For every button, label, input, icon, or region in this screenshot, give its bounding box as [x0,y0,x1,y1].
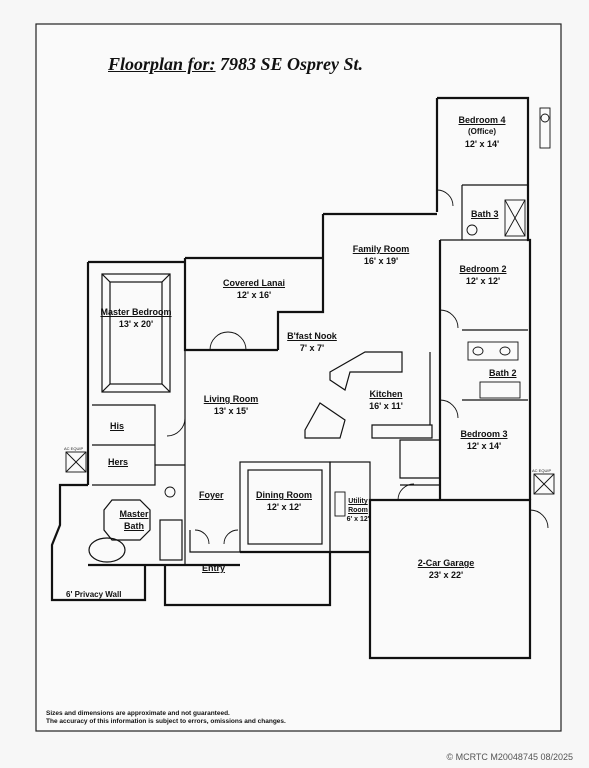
room-bedroom3: Bedroom 3 12' x 14' [460,428,507,452]
room-name: Master [119,509,149,519]
room-name: Family Room [352,244,410,254]
door-swings [166,189,549,545]
room-dims: 12' x 16' [236,290,272,300]
room-dims: 23' x 22' [428,570,464,580]
room-bfast-nook: B'fast Nook 7' x 7' [287,330,337,354]
room-garage: 2-Car Garage 23' x 22' [418,557,475,581]
room-master-bath: Master Bath [119,508,148,532]
room-name: Covered Lanai [222,278,286,288]
room-dims: 6' x 12' [346,516,370,523]
disclaimer: Sizes and dimensions are approximate and… [46,710,286,726]
watermark: © MCRTC M20048745 08/2025 [446,752,573,762]
room-name-2: Bath [123,521,144,531]
title-label: Floorplan for: [108,54,216,74]
room-living: Living Room 13' x 15' [204,393,259,417]
room-kitchen: Kitchen 16' x 11' [369,388,403,412]
page-title: Floorplan for: 7983 SE Osprey St. [108,54,363,75]
room-entry: Entry [202,563,226,573]
room-name: Living Room [203,394,259,404]
room-utility: Utility Room 6' x 12' [347,497,370,524]
room-dims: 13' x 20' [118,319,154,329]
room-dims: 12' x 12' [266,502,302,512]
room-dims: 12' x 14' [464,139,500,149]
disclaimer-line-1: Sizes and dimensions are approximate and… [46,710,230,717]
interior-walls [88,184,528,565]
closet-hers: Hers [108,457,129,467]
plumbing-fixtures [164,107,551,517]
room-dims: 12' x 12' [465,276,501,286]
room-name: B'fast Nook [287,331,337,341]
room-name: Kitchen [369,389,403,399]
room-name: Bedroom 4 [458,115,506,125]
room-name: Bedroom 2 [459,264,507,274]
room-bedroom2: Bedroom 2 12' x 12' [459,263,506,287]
disclaimer-line-2: The accuracy of this information is subj… [46,718,286,725]
closet-his: His [110,421,125,431]
room-name: 2-Car Garage [417,558,475,568]
room-dims: 16' x 11' [369,401,403,411]
ac-equip-label-left: AC EQUIP [64,446,84,451]
room-dining: Dining Room 12' x 12' [256,489,312,513]
room-name: Bedroom 3 [460,429,508,439]
privacy-wall-label: 6' Privacy Wall [66,590,122,599]
room-dims: 12' x 14' [466,441,502,451]
room-name: Master Bedroom [100,307,172,317]
room-bedroom4: Bedroom 4 (Office) 12' x 14' [458,114,505,150]
room-name-2: Room [348,507,368,514]
title-address: 7983 SE Osprey St. [220,54,364,74]
page-border [35,23,562,732]
room-subtitle: (Office) [467,127,496,136]
ac-equip-label-right: AC EQUIP [532,468,552,473]
room-covered-lanai: Covered Lanai 12' x 16' [223,277,285,301]
room-master-bedroom: Master Bedroom 13' x 20' [100,306,171,330]
room-dims: 13' x 15' [213,406,249,416]
room-foyer: Foyer [199,490,224,500]
room-name: Dining Room [256,490,312,500]
room-dims: 7' x 7' [299,343,325,353]
room-dims: 16' x 19' [363,256,399,266]
ac-units [65,451,555,495]
room-name: Utility [348,498,368,505]
room-bath3: Bath 3 [471,209,499,219]
room-bath2: Bath 2 [489,368,517,378]
room-family: Family Room 16' x 19' [353,243,410,267]
